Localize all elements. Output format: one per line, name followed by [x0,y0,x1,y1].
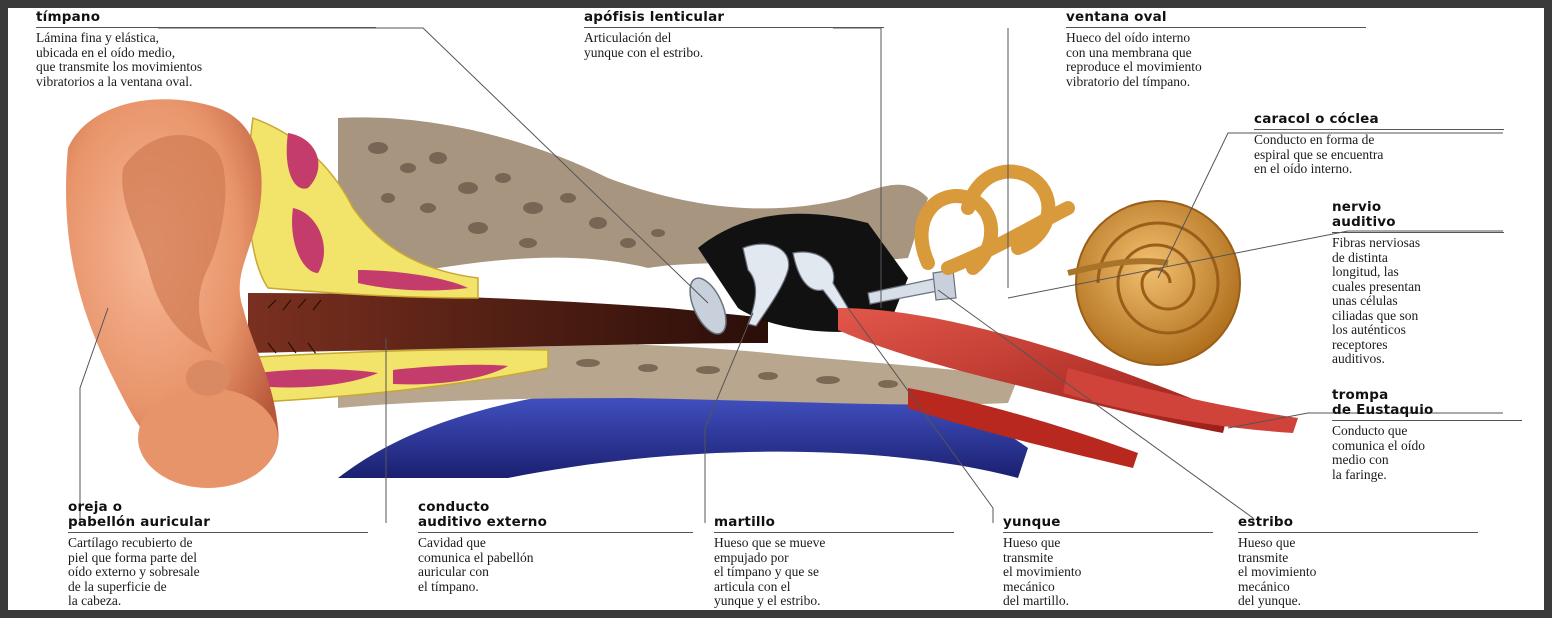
label-text: Conducto en forma de espiral que se encu… [1254,133,1504,177]
label-title: martillo [714,515,954,533]
label-text: Hueso que se mueve empujado por el tímpa… [714,536,954,609]
label-text: Cavidad que comunica el pabellón auricul… [418,536,693,594]
diagram-frame: tímpano Lámina fina y elástica, ubicada … [8,8,1544,610]
label-title: yunque [1003,515,1213,533]
stapes-base [933,270,956,300]
label-title: ventana oval [1066,10,1366,28]
label-conducto-auditivo: conducto auditivo externo Cavidad que co… [418,500,693,594]
earlobe [138,388,278,488]
tragus [186,360,230,396]
label-ventana-oval: ventana oval Hueco del oído interno con … [1066,10,1366,89]
ear-canal [248,293,768,353]
label-caracol: caracol o cóclea Conducto en forma de es… [1254,112,1504,177]
semicircular-canals [922,172,1068,268]
label-text: Hueco del oído interno con una membrana … [1066,31,1366,89]
label-apofisis-lenticular: apófisis lenticular Articulación del yun… [584,10,884,60]
label-title: caracol o cóclea [1254,112,1504,130]
label-text: Articulación del yunque con el estribo. [584,31,884,60]
label-trompa-eustaquio: trompa de Eustaquio Conducto que comunic… [1332,388,1522,482]
label-text: Hueso que transmite el movimiento mecáni… [1003,536,1213,609]
label-yunque: yunque Hueso que transmite el movimiento… [1003,515,1213,609]
label-title: apófisis lenticular [584,10,884,28]
label-title: trompa de Eustaquio [1332,388,1522,421]
label-text: Hueso que transmite el movimiento mecáni… [1238,536,1478,609]
label-text: Cartílago recubierto de piel que forma p… [68,536,368,609]
label-title: estribo [1238,515,1478,533]
cochlea [1076,201,1240,365]
label-text: Fibras nerviosas de distinta longitud, l… [1332,236,1504,367]
label-title: oreja o pabellón auricular [68,500,368,533]
label-text: Conducto que comunica el oído medio con … [1332,424,1522,482]
label-text: Lámina fina y elástica, ubicada en el oí… [36,31,376,89]
label-martillo: martillo Hueso que se mueve empujado por… [714,515,954,609]
label-title: nervio auditivo [1332,200,1504,233]
label-oreja: oreja o pabellón auricular Cartílago rec… [68,500,368,609]
label-estribo: estribo Hueso que transmite el movimient… [1238,515,1478,609]
label-title: tímpano [36,10,376,28]
label-nervio-auditivo: nervio auditivo Fibras nerviosas de dist… [1332,200,1504,367]
label-title: conducto auditivo externo [418,500,693,533]
label-timpano: tímpano Lámina fina y elástica, ubicada … [36,10,376,89]
